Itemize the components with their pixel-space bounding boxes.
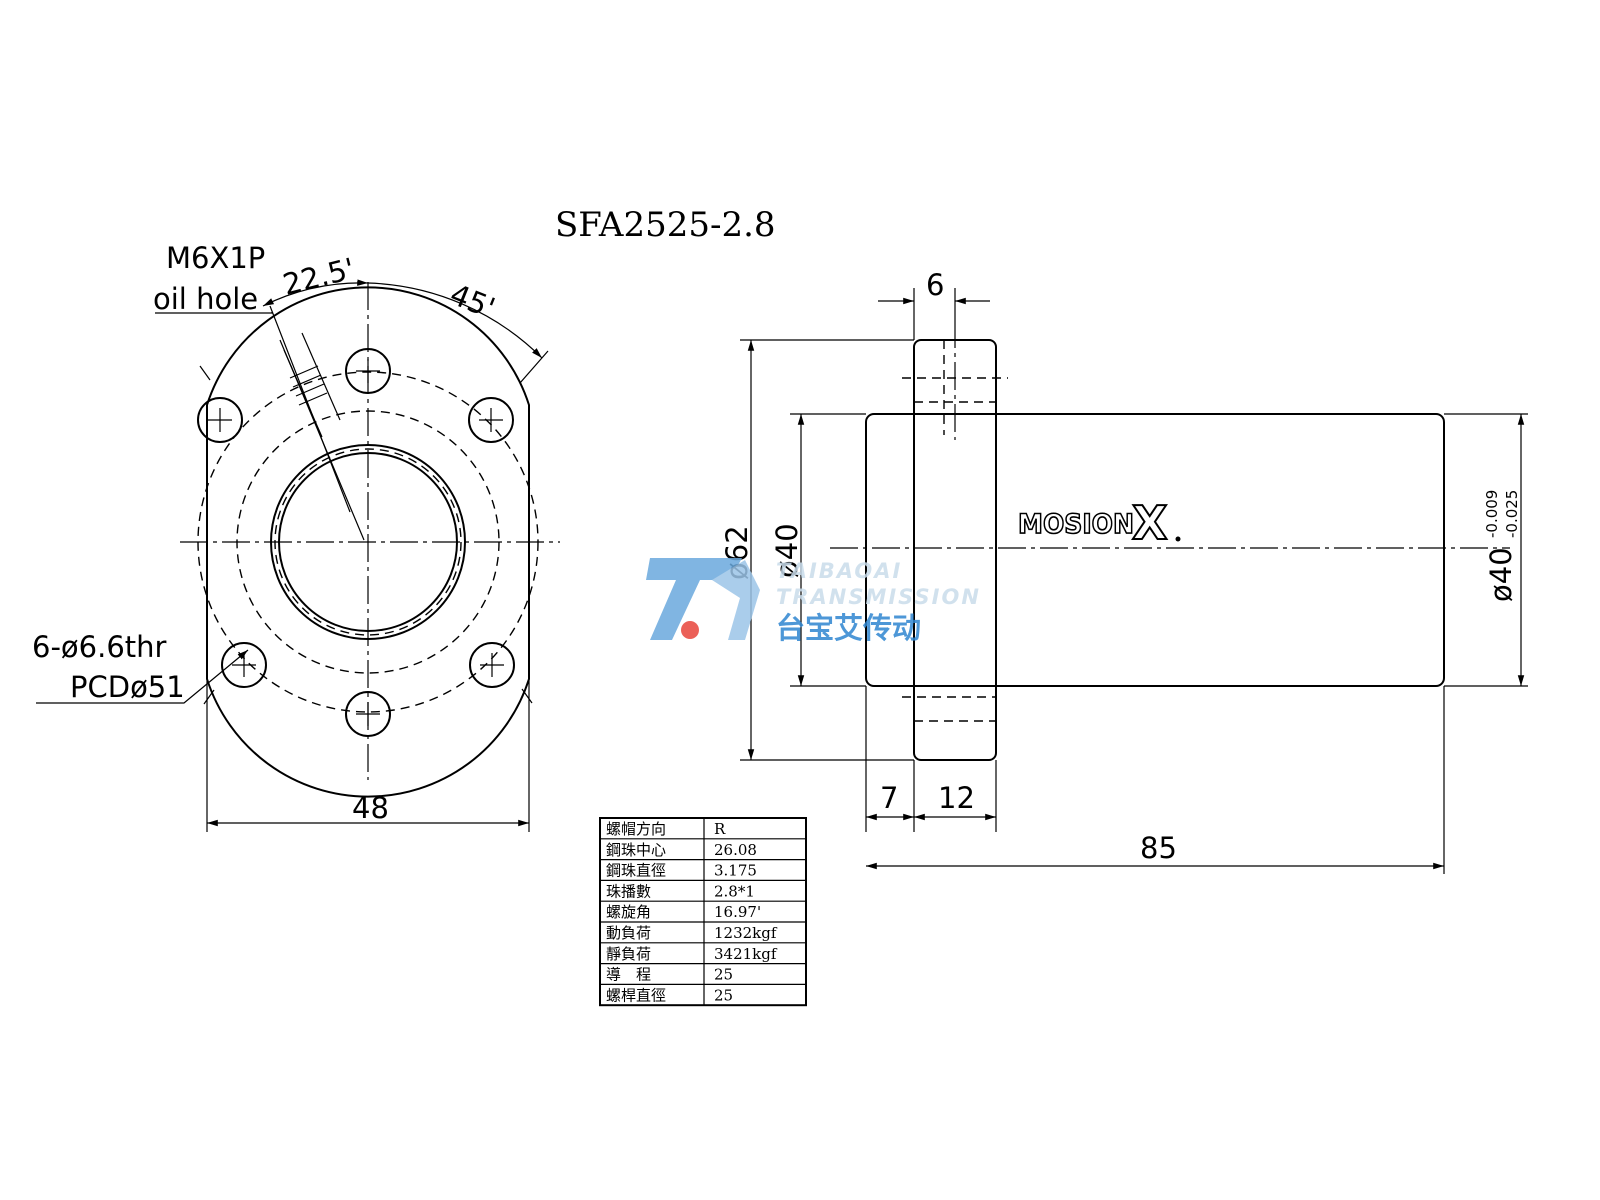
bolt-holes-label: 6-ø6.6thr — [32, 630, 167, 664]
bolt-hole-leader — [36, 649, 249, 704]
offset-label: 7 — [880, 781, 898, 815]
watermark: TAIBAOAI TRANSMISSION 台宝艾传动 — [646, 558, 981, 645]
flange-hidden-holes — [902, 377, 1008, 722]
hole-angle-label: 45' — [445, 277, 499, 325]
spec-table-label: 珠播數 — [606, 882, 651, 900]
spec-table-value: 1232kgf — [714, 924, 778, 942]
nut-body — [865, 413, 1445, 687]
flange-width-label: 12 — [938, 781, 975, 815]
spec-table-value: 2.8*1 — [714, 882, 755, 900]
body-dia-right-label: ø40 — [1484, 547, 1518, 602]
spec-table-label: 螺旋角 — [606, 903, 651, 921]
front-view: M6X1P oil hole 22.5' 45' 6-ø6.6thr PCDø5… — [32, 241, 560, 832]
spec-table-label: 靜負荷 — [606, 945, 651, 963]
spec-table: 螺帽方向 R 鋼珠中心 26.08 鋼珠直徑 3.175 珠播數 2.8*1 螺旋角 16.97'… — [599, 817, 807, 1007]
bolt-hole — [197, 397, 243, 443]
spec-table-label: 鋼珠中心 — [606, 841, 666, 859]
tolerance-lower: -0.025 — [1503, 490, 1521, 538]
spec-table-value: 25 — [714, 966, 733, 984]
spec-table-value: 25 — [714, 986, 733, 1004]
tolerance-upper: -0.009 — [1483, 490, 1501, 538]
bolt-hole — [345, 348, 391, 394]
oil-hole-leader — [155, 312, 273, 314]
body-dashed-circle — [274, 448, 462, 636]
pcd-dashed-circle — [236, 410, 500, 674]
spec-table-label: 鋼珠直徑 — [606, 862, 666, 880]
watermark-line1: TAIBAOAI — [776, 559, 902, 583]
flange-hole-offset-label: 6 — [926, 268, 944, 302]
body-dia-left-label: ø40 — [770, 523, 804, 578]
oil-hole-label: oil hole — [153, 282, 258, 316]
width-label: 48 — [352, 791, 389, 825]
bore-outer-circle — [270, 444, 466, 640]
bolt-hole — [468, 397, 514, 443]
brand-dot — [1175, 536, 1181, 542]
bolt-hole — [345, 691, 391, 737]
spec-table-value: 3421kgf — [714, 945, 778, 963]
watermark-line3: 台宝艾传动 — [776, 611, 921, 645]
spec-table-value: 16.97' — [714, 903, 761, 921]
spec-table-label: 螺桿直徑 — [606, 986, 666, 1004]
spec-table-label: 動負荷 — [606, 924, 651, 942]
brand-mark: X — [1132, 496, 1167, 550]
spec-table-value: R — [714, 820, 726, 838]
oil-hole-angle-arc — [262, 279, 369, 307]
length-label: 85 — [1140, 831, 1177, 865]
watermark-line2: TRANSMISSION — [776, 585, 981, 609]
oil-hole-port — [269, 305, 365, 541]
spec-table-value: 26.08 — [714, 841, 757, 859]
drawing-title: SFA2525-2.8 — [555, 205, 776, 245]
spec-table-label: 導 程 — [606, 966, 651, 984]
oil-hole-thread-label: M6X1P — [166, 241, 265, 275]
bore-inner-circle — [278, 452, 458, 632]
bolt-holes — [197, 348, 515, 737]
spec-table-border — [599, 817, 807, 1007]
pcd-label: PCDø51 — [70, 670, 185, 704]
nut-flange — [913, 339, 997, 761]
spec-table-label: 螺帽方向 — [606, 820, 666, 838]
hole-angle-arc — [367, 282, 543, 359]
spec-table-value: 3.175 — [714, 862, 757, 880]
bolt-hole — [221, 642, 267, 688]
brand-name: MOSION — [1018, 509, 1134, 540]
side-view: 6 ø62 ø40 ø40 -0.009 -0.025 7 12 85 MOSI… — [720, 268, 1528, 874]
bolt-hole — [469, 642, 515, 688]
watermark-red-dot — [681, 621, 699, 639]
